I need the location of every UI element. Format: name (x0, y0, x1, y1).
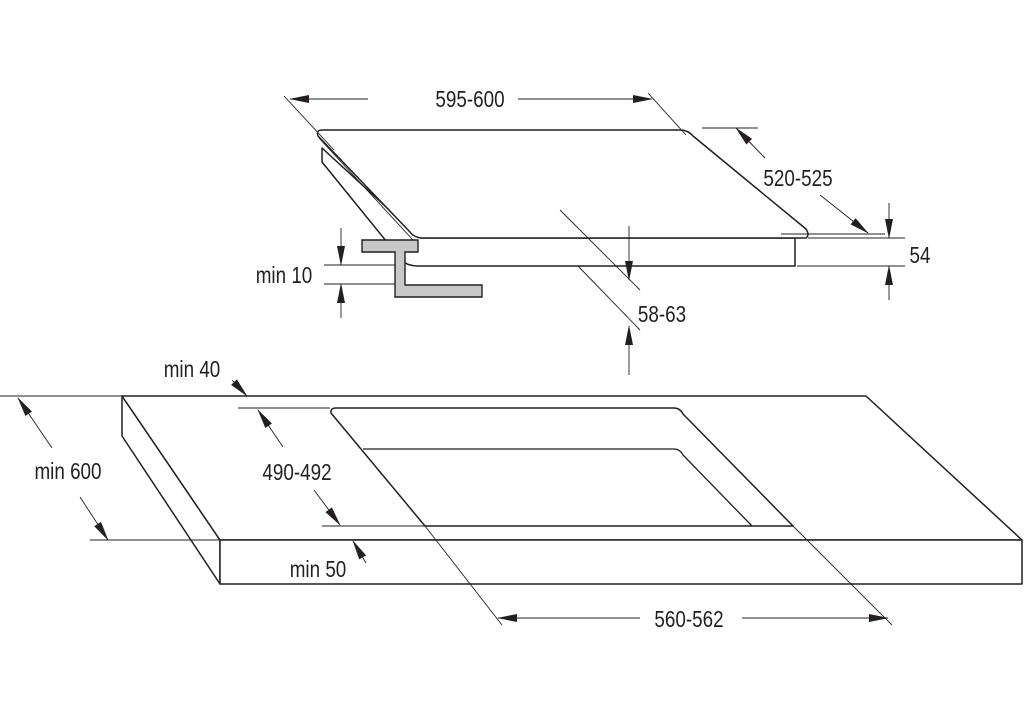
label-front-margin: min 50 (290, 557, 347, 582)
label-worktop-depth: min 600 (34, 459, 101, 484)
dimension-bracket-clearance: min 10 (256, 228, 395, 318)
cutout-inner-edge (363, 448, 753, 527)
dimension-rear-margin: min 40 (164, 357, 248, 397)
dimension-cutout-width: 560-562 (424, 525, 893, 632)
hob (316, 129, 809, 298)
dimension-hob-width: 595-600 (283, 87, 687, 151)
mounting-bracket (361, 239, 483, 298)
hob-glass-top (316, 129, 809, 239)
label-cutout-width: 560-562 (654, 607, 723, 632)
label-cutout-depth: 490-492 (262, 460, 331, 485)
dimension-built-in-depth: 58-63 (559, 209, 686, 375)
hob-glass-edge (318, 137, 414, 241)
label-bracket-clearance: min 10 (256, 263, 313, 288)
worktop-front (219, 539, 1023, 585)
dimension-front-margin: min 50 (290, 540, 367, 582)
label-rear-margin: min 40 (164, 357, 221, 382)
dimension-hob-height: 54 (797, 203, 931, 300)
dimension-hob-depth: 520-525 (702, 127, 885, 235)
dimension-cutout-depth: 490-492 (238, 407, 425, 527)
label-hob-height: 54 (910, 243, 931, 268)
dimension-worktop-depth: min 600 (0, 395, 220, 541)
label-hob-depth: 520-525 (763, 166, 832, 191)
label-built-in-depth: 58-63 (638, 302, 686, 327)
label-hob-width: 595-600 (435, 87, 504, 112)
worktop (121, 395, 1023, 585)
